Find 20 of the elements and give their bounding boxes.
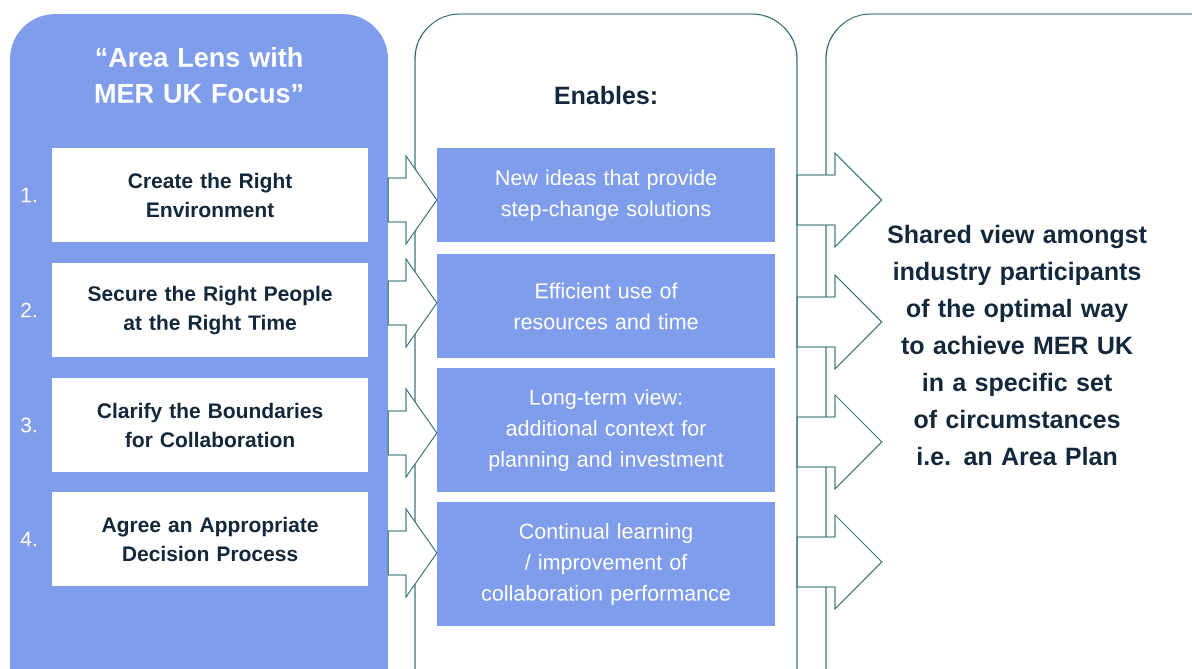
block-arrow: [387, 387, 438, 479]
text-box: Clarify the Boundaries for Collaboration: [52, 378, 368, 472]
text-box: Continual learning / improvement of collaboration performance: [437, 502, 775, 626]
step-number: 3.: [21, 417, 36, 433]
block-arrow: [796, 393, 883, 491]
text-box: Agree an Appropriate Decision Process: [52, 492, 368, 586]
text-box: New ideas that provide step-change solutions: [437, 148, 775, 242]
text-box: Create the Right Environment: [52, 148, 368, 242]
block-arrow: [796, 151, 883, 249]
block-arrow: [387, 154, 438, 246]
block-arrow: [796, 513, 883, 611]
text-box: Secure the Right People at the Right Time: [52, 263, 368, 357]
text-box: Efficient use of resources and time: [437, 254, 775, 358]
block-arrow: [796, 273, 883, 371]
step-number: 2.: [21, 302, 36, 318]
block-arrow: [387, 507, 438, 599]
step-number: 1.: [21, 187, 36, 203]
block-arrow: [387, 257, 438, 349]
step-number: 4.: [20, 531, 36, 547]
text-box: Long-term view: additional context for planning and investment: [437, 368, 775, 492]
